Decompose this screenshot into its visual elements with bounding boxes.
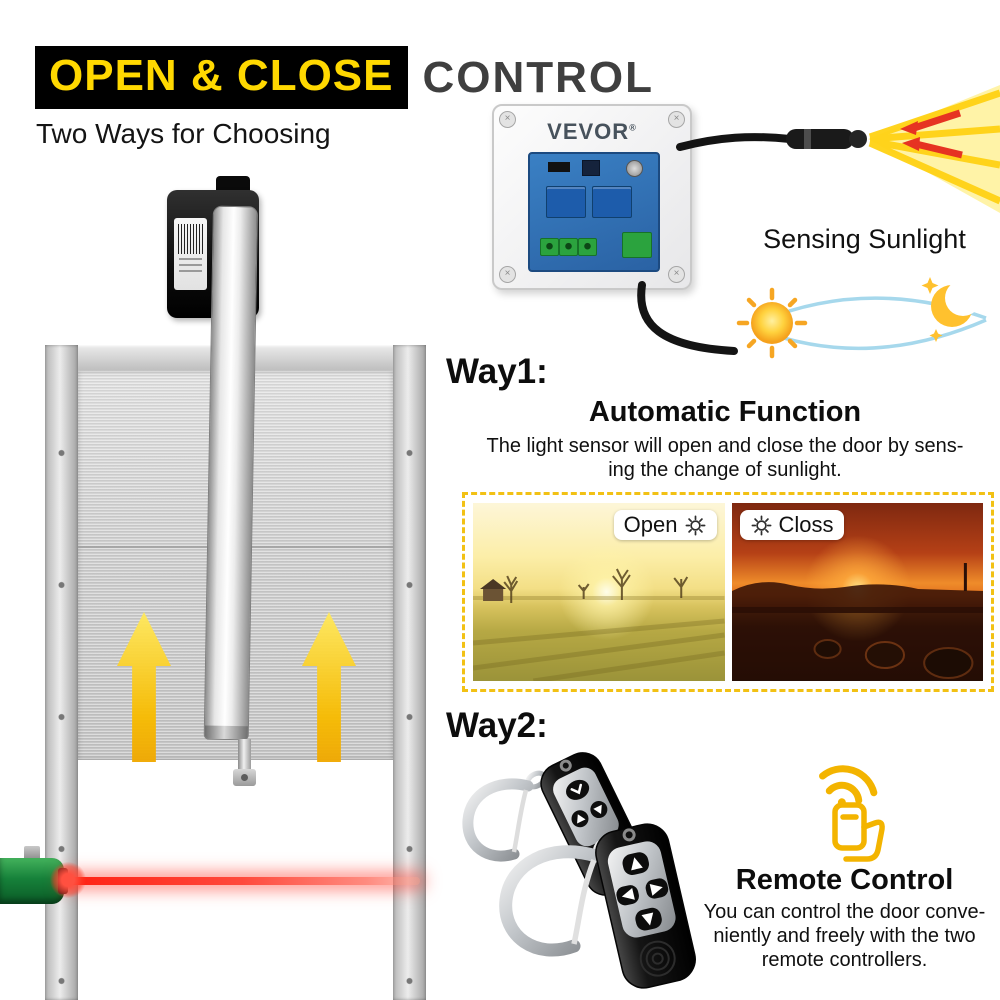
- daytime-photo: Open: [473, 503, 725, 681]
- sensor-cable: [676, 133, 794, 151]
- terminal-block: [540, 238, 559, 256]
- closs-label: Closs: [739, 510, 844, 540]
- sun-icon: [736, 287, 808, 359]
- laser-glow: [50, 862, 86, 898]
- remote-control-heading: Remote Control: [735, 864, 954, 896]
- way2-description-line: niently and freely with the two: [713, 925, 976, 947]
- circuit-board: [528, 152, 660, 272]
- way2-title: Way2:: [446, 706, 548, 745]
- capacitor: [626, 160, 643, 177]
- terminal-block: [559, 238, 578, 256]
- actuator-label: [174, 218, 207, 290]
- screw-icon: ×: [668, 111, 685, 128]
- control-box: × × × × VEVOR®: [492, 104, 692, 290]
- terminal-block: [578, 238, 597, 256]
- laser-bracket: [24, 846, 40, 860]
- actuator-clevis: [233, 769, 256, 786]
- ic-chip: [582, 160, 600, 176]
- moon-icon: [921, 277, 981, 342]
- sensing-sunlight-label: Sensing Sunlight: [763, 224, 966, 254]
- day-night-comparison: Open: [462, 492, 994, 692]
- sun-ray-lines: [868, 89, 1000, 205]
- way2-description: You can control the door conve- niently …: [692, 900, 997, 972]
- red-arrow: [902, 137, 963, 159]
- remote-control: [595, 823, 696, 989]
- way1-description: The light sensor will open and close the…: [452, 434, 998, 483]
- open-label-text: Open: [623, 512, 678, 537]
- sun-outline-icon: [685, 515, 705, 535]
- way1-description-line: The light sensor will open and close the…: [486, 435, 964, 457]
- title-banner: OPEN & CLOSE CONTROL: [35, 46, 654, 109]
- sunny-field-scene: [473, 568, 725, 681]
- registered-mark: ®: [629, 122, 637, 133]
- trees: [503, 568, 689, 603]
- way1-title: Way1:: [446, 352, 548, 391]
- sunset-field-scene: [731, 563, 983, 681]
- sunset-photo: Closs: [731, 503, 983, 681]
- actuator-tube: [203, 205, 258, 741]
- sun-outline-icon: [751, 515, 771, 535]
- subtitle: Two Ways for Choosing: [36, 118, 331, 149]
- brand-text: VEVOR: [547, 119, 630, 144]
- remote-signal-illustration: [819, 765, 885, 862]
- way1-description-line: ing the change of sunlight.: [608, 459, 842, 482]
- terminal-block: [622, 232, 652, 258]
- carabiner-clip: [462, 770, 547, 862]
- label-text-lines: [179, 258, 202, 276]
- power-cable: [637, 281, 738, 355]
- banner-control-label: CONTROL: [422, 52, 655, 102]
- hay-bales: [812, 639, 973, 679]
- closs-label-text: Closs: [778, 512, 834, 537]
- red-arrow: [900, 109, 962, 135]
- open-label: Open: [613, 510, 717, 540]
- relay-block: [546, 186, 586, 218]
- door-frame-right-rail: [393, 345, 426, 1000]
- sunlight-diagram: [637, 85, 1000, 359]
- screw-icon: ×: [668, 266, 685, 283]
- laser-beam: [64, 877, 420, 885]
- ic-chip: [548, 162, 570, 172]
- field-streaks: [473, 618, 725, 681]
- way2-description-line: You can control the door conve-: [703, 901, 986, 923]
- screw-icon: ×: [499, 111, 516, 128]
- way2-description-line: remote controllers.: [761, 949, 928, 971]
- barcode: [178, 224, 203, 254]
- farmhouse: [480, 579, 507, 601]
- actuator-rod: [238, 739, 251, 772]
- light-sensor: [786, 129, 867, 149]
- relay-block: [592, 186, 632, 218]
- automatic-function-heading: Automatic Function: [588, 396, 862, 428]
- screw-icon: ×: [499, 266, 516, 283]
- banner-highlight: OPEN & CLOSE: [35, 46, 408, 109]
- actuator-collar: [204, 725, 248, 740]
- vevor-logo: VEVOR®: [494, 119, 690, 145]
- remote-controllers-illustration: [462, 752, 696, 989]
- hand-remote-icon: [832, 802, 885, 862]
